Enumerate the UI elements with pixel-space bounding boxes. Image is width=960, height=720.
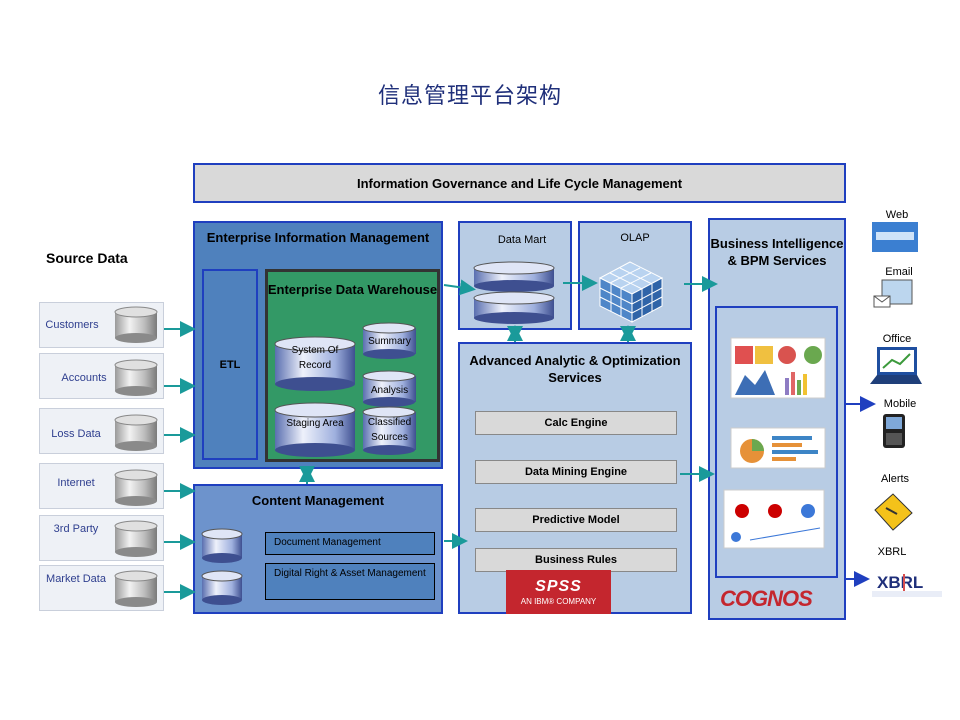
output-label-mobile: Mobile xyxy=(883,398,917,410)
database-icon xyxy=(274,336,356,391)
spss-logo: SPSS AN IBM® COMPANY xyxy=(506,570,611,614)
database-icon xyxy=(362,406,416,455)
eim-title: Enterprise Information Management xyxy=(206,230,430,245)
engine-label: Business Rules xyxy=(535,554,617,566)
database-icon xyxy=(114,570,158,607)
web-icon xyxy=(872,222,918,252)
system-of-record-label: System Of Record xyxy=(291,345,339,371)
database-icon xyxy=(114,469,158,506)
alert-icon xyxy=(874,493,913,531)
database-icon xyxy=(114,414,158,451)
xbrl-icon: XBRL xyxy=(872,573,942,597)
staging-area-label: Staging Area xyxy=(286,418,344,429)
content-management-title: Content Management xyxy=(251,493,385,508)
cognos-logo: COGNOS xyxy=(720,586,813,611)
database-icon xyxy=(362,322,416,359)
database-icon xyxy=(114,359,158,396)
database-icon xyxy=(201,528,243,563)
engine-label: Data Mining Engine xyxy=(524,466,628,478)
business-rules-box: Business Rules xyxy=(475,548,677,572)
database-icon xyxy=(274,402,356,457)
source-label: Market Data xyxy=(46,573,106,585)
database-icon xyxy=(473,291,555,324)
mobile-icon xyxy=(883,414,905,448)
edw-cylinders xyxy=(274,322,416,457)
spss-logo-text: SPSS xyxy=(535,578,582,595)
source-label: Loss Data xyxy=(51,428,101,440)
engine-label: Calc Engine xyxy=(544,417,608,429)
database-icon xyxy=(473,261,555,292)
governance-label: Information Governance and Life Cycle Ma… xyxy=(356,175,683,191)
analysis-label: Analysis xyxy=(370,385,409,396)
output-label-xbrl: XBRL xyxy=(877,546,907,558)
output-label-email: Email xyxy=(885,266,913,278)
page-title: 信息管理平台架构 xyxy=(377,84,562,109)
digital-right-box: Digital Right & Asset Management xyxy=(265,563,435,600)
data-mart-title: Data Mart xyxy=(497,234,547,246)
data-mining-engine-box: Data Mining Engine xyxy=(475,460,677,484)
content-cylinders xyxy=(201,528,243,605)
dashboard-thumbnail xyxy=(730,427,826,469)
source-label: Internet xyxy=(57,477,95,489)
office-icon xyxy=(870,347,922,384)
digital-right-label: Digital Right & Asset Management xyxy=(274,568,426,579)
dashboard-thumbnail xyxy=(723,489,825,549)
source-label: 3rd Party xyxy=(53,523,99,535)
source-data-label: Source Data xyxy=(46,250,128,266)
source-cylinders xyxy=(114,306,158,607)
etl-label: ETL xyxy=(219,358,241,371)
output-label-alerts: Alerts xyxy=(880,473,910,485)
engine-label: Predictive Model xyxy=(532,514,620,526)
governance-bar: Information Governance and Life Cycle Ma… xyxy=(193,163,846,203)
analytics-title: Advanced Analytic & Optimization Service… xyxy=(469,353,681,385)
predictive-model-box: Predictive Model xyxy=(475,508,677,532)
etl-box: ETL xyxy=(202,269,258,460)
xbrl-logo-text: XBRL xyxy=(877,573,923,592)
flow-arrows xyxy=(164,275,718,600)
database-icon xyxy=(201,570,243,605)
olap-cube-icon xyxy=(598,261,664,323)
summary-label: Summary xyxy=(368,336,411,347)
output-label-office: Office xyxy=(882,333,912,345)
database-icon xyxy=(114,520,158,557)
database-icon xyxy=(362,370,416,407)
source-label: Accounts xyxy=(61,372,107,384)
source-label: Customers xyxy=(45,319,99,331)
document-management-label: Document Management xyxy=(274,537,381,548)
document-management-box: Document Management xyxy=(265,532,435,555)
output-arrows xyxy=(846,396,876,587)
olap-title: OLAP xyxy=(620,232,650,244)
output-label-web: Web xyxy=(885,209,909,221)
classified-sources-label: Classified Sources xyxy=(367,417,412,443)
bi-title: Business Intelligence & BPM Services xyxy=(710,236,844,268)
dashboard-thumbnail xyxy=(730,337,826,399)
database-icon xyxy=(114,306,158,343)
email-icon xyxy=(873,279,913,308)
calc-engine-box: Calc Engine xyxy=(475,411,677,435)
edw-title: Enterprise Data Warehouse xyxy=(267,282,438,297)
data-mart-cylinders xyxy=(473,261,555,324)
spss-subtitle: AN IBM® COMPANY xyxy=(520,597,597,606)
